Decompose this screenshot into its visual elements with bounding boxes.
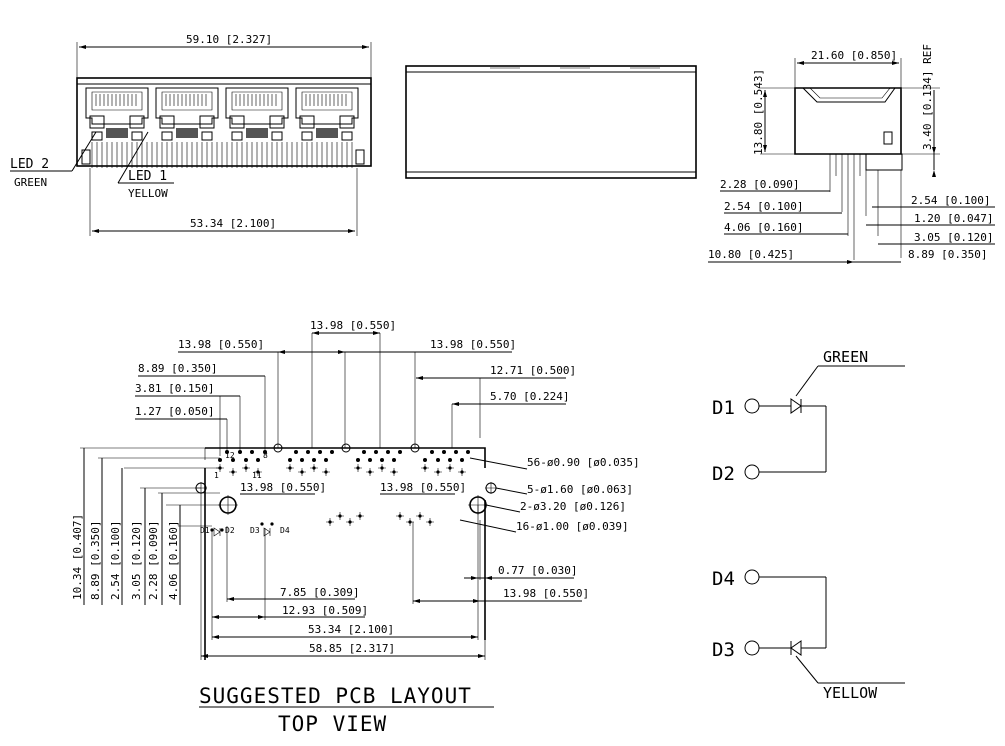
front-housing [76, 77, 372, 167]
side-dim-2-54-left: 2.54 [0.100] [724, 200, 803, 213]
schematic-d3: D3 [712, 639, 735, 661]
side-dim-3-05: 3.05 [0.120] [914, 231, 993, 244]
led1-label: LED 1 [128, 169, 167, 184]
rj45-ports [85, 87, 359, 141]
front-view: 59.10 [2.327] [10, 33, 372, 236]
pcb-dim-53-34: 53.34 [2.100] [308, 623, 394, 636]
pcb-dim-inner-a: 13.98 [0.550] [240, 481, 326, 494]
pcb-dim-8-89: 8.89 [0.350] [138, 362, 217, 375]
pcb-dim-12-93: 12.93 [0.509] [282, 604, 368, 617]
schematic-green-label: GREEN [823, 348, 868, 366]
led1-color: YELLOW [128, 187, 168, 200]
pcb-pin-8: 8 [263, 451, 268, 460]
schematic-yellow-label: YELLOW [823, 684, 878, 702]
schematic-d1: D1 [712, 397, 735, 419]
pcb-dim-top-right: 13.98 [0.550] [430, 338, 516, 351]
schematic-d2: D2 [712, 463, 735, 485]
top-view [405, 65, 697, 179]
schematic-diode-yellow [790, 640, 802, 656]
pcb-pin-11: 11 [252, 471, 262, 480]
pcb-dim-3-81: 3.81 [0.150] [135, 382, 214, 395]
pcb-dim-5-70: 5.70 [0.224] [490, 390, 569, 403]
pcb-holes-56: 56-ø0.90 [ø0.035] [527, 456, 640, 469]
side-height-dim: 13.80 [0.543] [752, 69, 765, 155]
pcb-v-10-34: 10.34 [0.407] [71, 514, 84, 600]
pcb-subtitle: TOP VIEW [278, 712, 387, 736]
schematic-d4: D4 [712, 568, 735, 590]
pcb-led-d4: D4 [280, 526, 290, 535]
led2-color: GREEN [14, 176, 47, 189]
pcb-pin-12: 12 [225, 451, 235, 460]
pcb-dim-12-71: 12.71 [0.500] [490, 364, 576, 377]
side-dim-4-06: 4.06 [0.160] [724, 221, 803, 234]
pcb-dim-1-27: 1.27 [0.050] [135, 405, 214, 418]
pcb-title: SUGGESTED PCB LAYOUT [199, 684, 472, 708]
pcb-dim-inner-b: 13.98 [0.550] [380, 481, 466, 494]
pcb-dim-top-center: 13.98 [0.550] [310, 319, 396, 332]
pcb-dim-58-85: 58.85 [2.317] [309, 642, 395, 655]
side-depth-dim: 21.60 [0.850] [811, 49, 897, 62]
top-housing [405, 65, 697, 179]
side-dim-10-80: 10.80 [0.425] [708, 248, 794, 261]
pcb-dim-7-85: 7.85 [0.309] [280, 586, 359, 599]
pcb-dim-top-left: 13.98 [0.550] [178, 338, 264, 351]
schematic-diode-green [790, 398, 802, 414]
side-ref-dim: 3.40 [0.134] REF [921, 44, 934, 150]
pcb-led-d2: D2 [225, 526, 235, 535]
pcb-pin-1: 1 [214, 471, 219, 480]
side-dim-8-89: 8.89 [0.350] [908, 248, 987, 261]
pcb-v-3-05: 3.05 [0.120] [130, 521, 143, 600]
side-dim-2-28: 2.28 [0.090] [720, 178, 799, 191]
pcb-led-d3: D3 [250, 526, 260, 535]
side-view: 21.60 [0.850] 13.80 [0.543] 3.40 [0.134]… [708, 44, 995, 264]
pcb-v-4-06: 4.06 [0.160] [167, 521, 180, 600]
front-width-dim: 59.10 [2.327] [186, 33, 272, 46]
pcb-holes-16: 16-ø1.00 [ø0.039] [516, 520, 629, 533]
pcb-v-2-54: 2.54 [0.100] [109, 521, 122, 600]
pcb-dim-13-98-bottom: 13.98 [0.550] [503, 587, 589, 600]
led2-label: LED 2 [10, 157, 49, 172]
pcb-led-d1: D1 [200, 526, 210, 535]
pcb-holes-2: 2-ø3.20 [ø0.126] [520, 500, 626, 513]
side-dim-2-54-right: 2.54 [0.100] [911, 194, 990, 207]
led-schematic: GREEN D1 D2 D4 D3 YELLOW [712, 348, 905, 702]
pcb-dim-0-77: 0.77 [0.030] [498, 564, 577, 577]
pcb-layout: 13.98 [0.550] 13.98 [0.550] 13.98 [0.550… [71, 319, 640, 736]
pcb-holes-5: 5-ø1.60 [ø0.063] [527, 483, 633, 496]
pcb-v-8-89: 8.89 [0.350] [89, 521, 102, 600]
side-dim-1-20: 1.20 [0.047] [914, 212, 993, 225]
pcb-v-2-28: 2.28 [0.090] [147, 521, 160, 600]
front-pin-span-dim: 53.34 [2.100] [190, 217, 276, 230]
